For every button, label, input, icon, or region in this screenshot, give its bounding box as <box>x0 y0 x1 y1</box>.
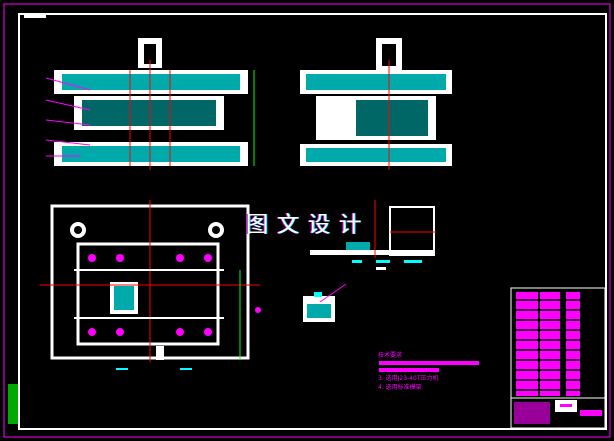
corner-label <box>24 14 46 18</box>
tech-req-line-4: 4. 选用标准模架 <box>378 384 422 391</box>
plan-view <box>40 200 261 370</box>
side-section-view <box>300 38 452 170</box>
tech-req-line-3: 3. 选用J23-40T压力机 <box>378 375 439 382</box>
tech-req-title: 技术要求 <box>378 352 403 359</box>
tech-requirements-bars <box>379 361 479 372</box>
front-section-view <box>45 38 255 170</box>
title-block <box>8 384 606 429</box>
parts-list-table <box>510 287 606 399</box>
part-detail-view <box>303 200 436 322</box>
technical-requirements: 技术要求 3. 选用J23-40T压力机 4. 选用标准模架 <box>378 351 439 392</box>
watermark: 图文设计 <box>246 213 371 238</box>
drawing-frame <box>18 13 607 430</box>
outer-border <box>3 3 611 438</box>
